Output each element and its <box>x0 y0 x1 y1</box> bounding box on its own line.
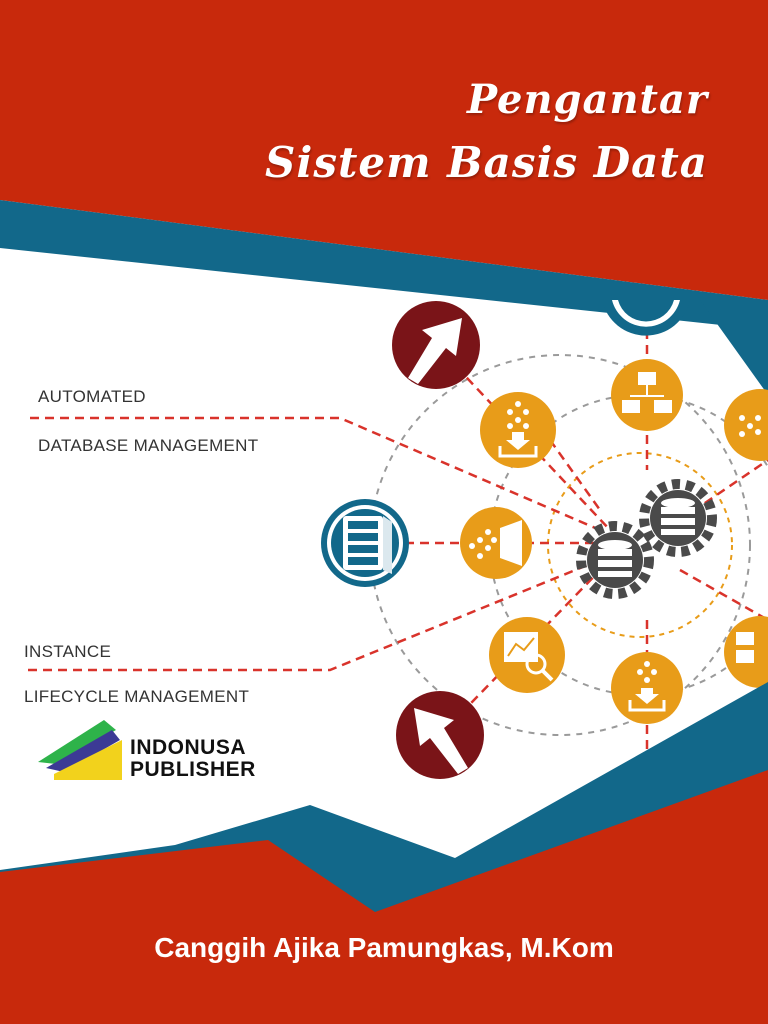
data-spray-icon-right <box>724 389 768 461</box>
database-gear-icon <box>576 479 717 599</box>
folder-tree-icon-right <box>724 616 768 688</box>
label-automated: AUTOMATED <box>38 387 146 406</box>
publisher-name-line-2: PUBLISHER <box>130 758 256 781</box>
arrow-up-left-icon <box>396 691 484 779</box>
arrow-up-right-icon <box>392 301 480 389</box>
top-teal-stripe <box>0 200 768 330</box>
chart-search-icon <box>489 617 565 693</box>
data-import-icon <box>480 392 556 468</box>
label-instance: INSTANCE <box>24 642 112 661</box>
publisher-logo: INDONUSA PUBLISHER <box>36 718 266 788</box>
title-line-2: Sistem Basis Data <box>265 138 708 187</box>
top-teal-stripe-right <box>700 300 768 395</box>
data-spray-icon <box>460 507 532 579</box>
publisher-name-line-1: INDONUSA <box>130 736 247 759</box>
data-import-icon-bottom <box>611 652 683 724</box>
title-line-1: Pengantar <box>467 76 708 123</box>
publisher-logo-mark <box>38 720 122 780</box>
label-database-management: DATABASE MANAGEMENT <box>38 436 259 455</box>
outer-ring <box>369 354 751 736</box>
connector-lines <box>28 300 768 760</box>
folder-tree-icon <box>611 359 683 431</box>
server-icon <box>321 499 409 587</box>
author-name: Canggih Ajika Pamungkas, M.Kom <box>154 932 614 963</box>
label-lifecycle-management: LIFECYCLE MANAGEMENT <box>24 687 250 706</box>
teal-top-icon <box>602 300 690 336</box>
center-ring <box>547 452 733 638</box>
bottom-red-band <box>0 770 768 1024</box>
